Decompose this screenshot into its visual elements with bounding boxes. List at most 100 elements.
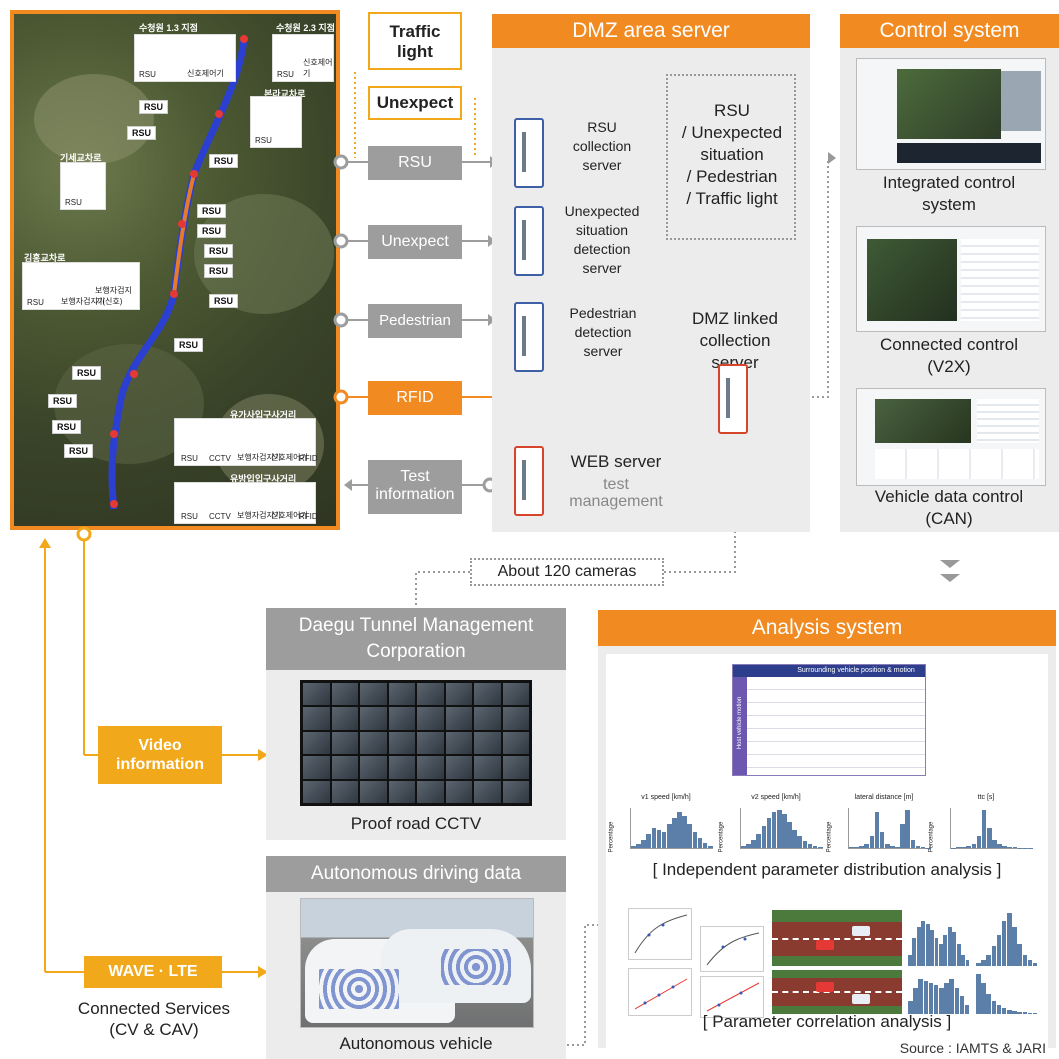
histogram-bar: [986, 954, 991, 966]
correlation-plot: [628, 908, 692, 960]
histogram-bar: [1032, 1013, 1038, 1014]
histogram-bar: [908, 954, 912, 966]
histogram-bar: [771, 812, 777, 848]
histogram-bar: [976, 974, 981, 1014]
correlation-plot: [700, 926, 764, 972]
histogram-bar: [1012, 926, 1017, 966]
histogram-bar: [1022, 954, 1028, 966]
histogram-bar: [976, 963, 981, 966]
pedestrian-server-label: Pedestrian detection server: [569, 305, 637, 359]
combined-data-box: [666, 74, 796, 240]
place-label: 기세교차로: [60, 153, 102, 163]
histogram-bar: [959, 996, 965, 1014]
histogram-bar: [981, 810, 987, 848]
vehicle-data-control-label: Vehicle data control (CAN): [874, 487, 1024, 528]
histogram-bar: [817, 847, 823, 848]
linked-server-icon: [718, 364, 748, 434]
histogram-bar: [879, 832, 885, 848]
correlation-plot: [628, 968, 692, 1016]
histogram-bar: [890, 846, 895, 848]
histogram-bar: [961, 846, 966, 848]
histogram-bar: [913, 987, 918, 1014]
histogram-bar: [1002, 846, 1007, 848]
map-tag-rsu: RSU: [204, 244, 234, 258]
unexpect-button[interactable]: Unexpect: [368, 225, 462, 259]
autonomous-title: Autonomous driving data: [266, 856, 566, 892]
histogram-bar: [787, 822, 792, 848]
map-photo-thumb: RSU: [60, 162, 106, 210]
histogram-v2-speed: v2 speed [km/h] Percentage: [718, 794, 823, 870]
place-label: 유가사입구사거리: [230, 410, 297, 420]
unexpected-server-label: Unexpected situation detection server: [564, 203, 640, 276]
histogram-bar: [807, 844, 813, 848]
histogram-bar: [849, 847, 854, 848]
histogram-bar: [928, 983, 934, 1014]
histogram-bar: [908, 1000, 913, 1014]
histogram-bar: [1017, 1011, 1022, 1014]
map-tag-rsu: RSU: [197, 224, 227, 238]
analysis-title: Analysis system: [598, 610, 1056, 646]
test-information-button[interactable]: Test information: [368, 460, 462, 514]
rsu-server-icon: [514, 118, 544, 188]
histogram-bar: [1007, 846, 1012, 848]
unexpected-server-icon: [514, 206, 544, 276]
rsu-button[interactable]: RSU: [368, 146, 462, 180]
histogram-bar: [996, 935, 1002, 966]
map-tag-rsu: RSU: [209, 294, 239, 308]
histogram-bar: [756, 834, 761, 848]
histogram-bar: [761, 826, 767, 848]
histogram-bar: [802, 840, 808, 848]
histogram-bar: [912, 938, 917, 966]
histogram-bar: [661, 832, 667, 848]
histogram-bar: [682, 816, 687, 848]
rfid-button[interactable]: RFID: [368, 381, 462, 415]
map-tag-rsu: RSU: [64, 444, 94, 458]
histogram-bar: [944, 983, 949, 1014]
histogram-bar: [854, 846, 859, 848]
histogram-bar: [1001, 1007, 1007, 1014]
correlation-histogram: [976, 970, 1038, 1014]
histogram-bar: [646, 834, 651, 848]
histogram-bar: [954, 987, 960, 1014]
histogram-bar: [1032, 963, 1038, 966]
source-credit: Source : IAMTS & JARI: [899, 1040, 1046, 1056]
map-photo-thumb-row: RSU CCTV 보행자검지기 신호제어기 RFID: [174, 482, 318, 524]
dmz-panel: [492, 14, 810, 532]
histogram-bar: [976, 836, 982, 848]
histogram-bar: [692, 832, 698, 848]
histogram-bar: [1027, 960, 1033, 966]
histogram-bar: [900, 824, 905, 848]
map-tag-rsu: RSU: [72, 366, 102, 380]
histogram-bar: [672, 818, 677, 848]
parameter-table: Surrounding vehicle position & motion Ho…: [732, 664, 926, 776]
histogram-bar: [864, 844, 869, 848]
vehicle-data-control-screenshot: [856, 388, 1046, 486]
histogram-bar: [797, 836, 802, 848]
histogram-bar: [746, 844, 751, 848]
histogram-bar: [766, 818, 772, 848]
place-label: 유방입입구사거리: [230, 474, 297, 484]
histogram-bar: [631, 846, 636, 848]
cameras-label: About 120 cameras: [470, 558, 664, 586]
map-tag-rsu: RSU: [139, 100, 169, 114]
histogram-bar: [915, 846, 921, 848]
histogram-bar: [874, 812, 880, 848]
map-tag-rsu: RSU: [48, 394, 78, 408]
histogram-bar: [895, 846, 900, 848]
wave-lte-button[interactable]: WAVE · LTE: [84, 956, 222, 988]
histogram-bar: [964, 1005, 970, 1014]
pedestrian-button[interactable]: Pedestrian: [368, 304, 462, 338]
dmz-title: DMZ area server: [492, 14, 810, 48]
map-photo-thumb: RSU 신호제어기: [272, 34, 334, 82]
video-information-button[interactable]: Video information: [98, 726, 222, 784]
histogram-bar: [1022, 1012, 1028, 1014]
histogram-bar: [1007, 912, 1012, 966]
histogram-bar: [939, 987, 944, 1014]
histogram-bar: [981, 960, 986, 966]
histogram-bar: [792, 830, 797, 848]
autonomous-vehicle-caption: Autonomous vehicle: [339, 1034, 493, 1053]
histogram-bar: [859, 846, 864, 848]
road-scene-1: [772, 910, 902, 966]
pedestrian-server-icon: [514, 302, 544, 372]
web-server-icon: [514, 446, 544, 516]
